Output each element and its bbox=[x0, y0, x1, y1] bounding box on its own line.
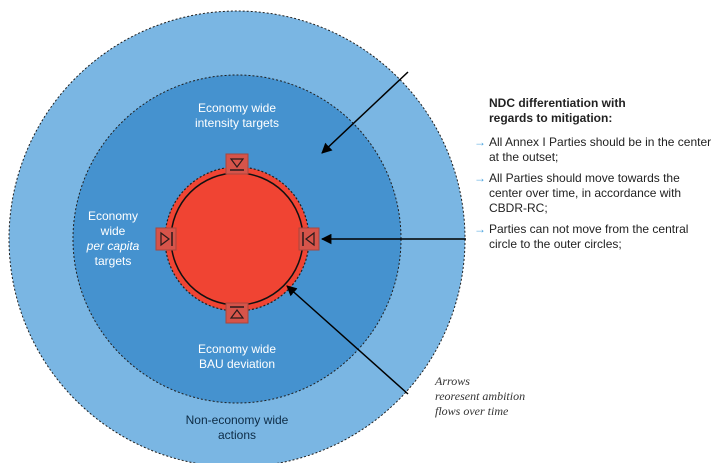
gate-bottom-icon bbox=[225, 302, 249, 324]
panel-bullet: → Parties can not move from the central … bbox=[474, 222, 689, 251]
label-bau-deviation: Economy wide BAU deviation bbox=[197, 342, 277, 371]
arrow-right-icon: → bbox=[474, 135, 486, 149]
arrow-into-center-lower bbox=[286, 285, 409, 395]
gate-top-icon bbox=[225, 153, 249, 175]
panel-title: NDC differentiation with regards to miti… bbox=[489, 96, 626, 125]
panel-bullet: → All Annex I Parties should be in the c… bbox=[474, 135, 712, 164]
label-per-capita-targets: Economy wide per capita targets bbox=[86, 209, 140, 268]
gate-left-icon bbox=[155, 227, 177, 251]
arrow-right-icon: → bbox=[474, 171, 486, 185]
mitigation-panel: NDC differentiation with regards to miti… bbox=[474, 96, 714, 258]
arrow-right-icon: → bbox=[474, 222, 486, 236]
arrow-into-middle-ring bbox=[321, 71, 409, 154]
arrows-note: Arrows reoresent ambition flows over tim… bbox=[435, 374, 526, 418]
label-intensity-targets: Economy wide intensity targets bbox=[194, 101, 280, 130]
panel-bullet: → All Parties should move towards the ce… bbox=[474, 171, 682, 215]
center-circle bbox=[164, 166, 310, 312]
gate-right-icon bbox=[298, 227, 320, 251]
label-non-economy-wide: Non-economy wide actions bbox=[185, 413, 289, 442]
